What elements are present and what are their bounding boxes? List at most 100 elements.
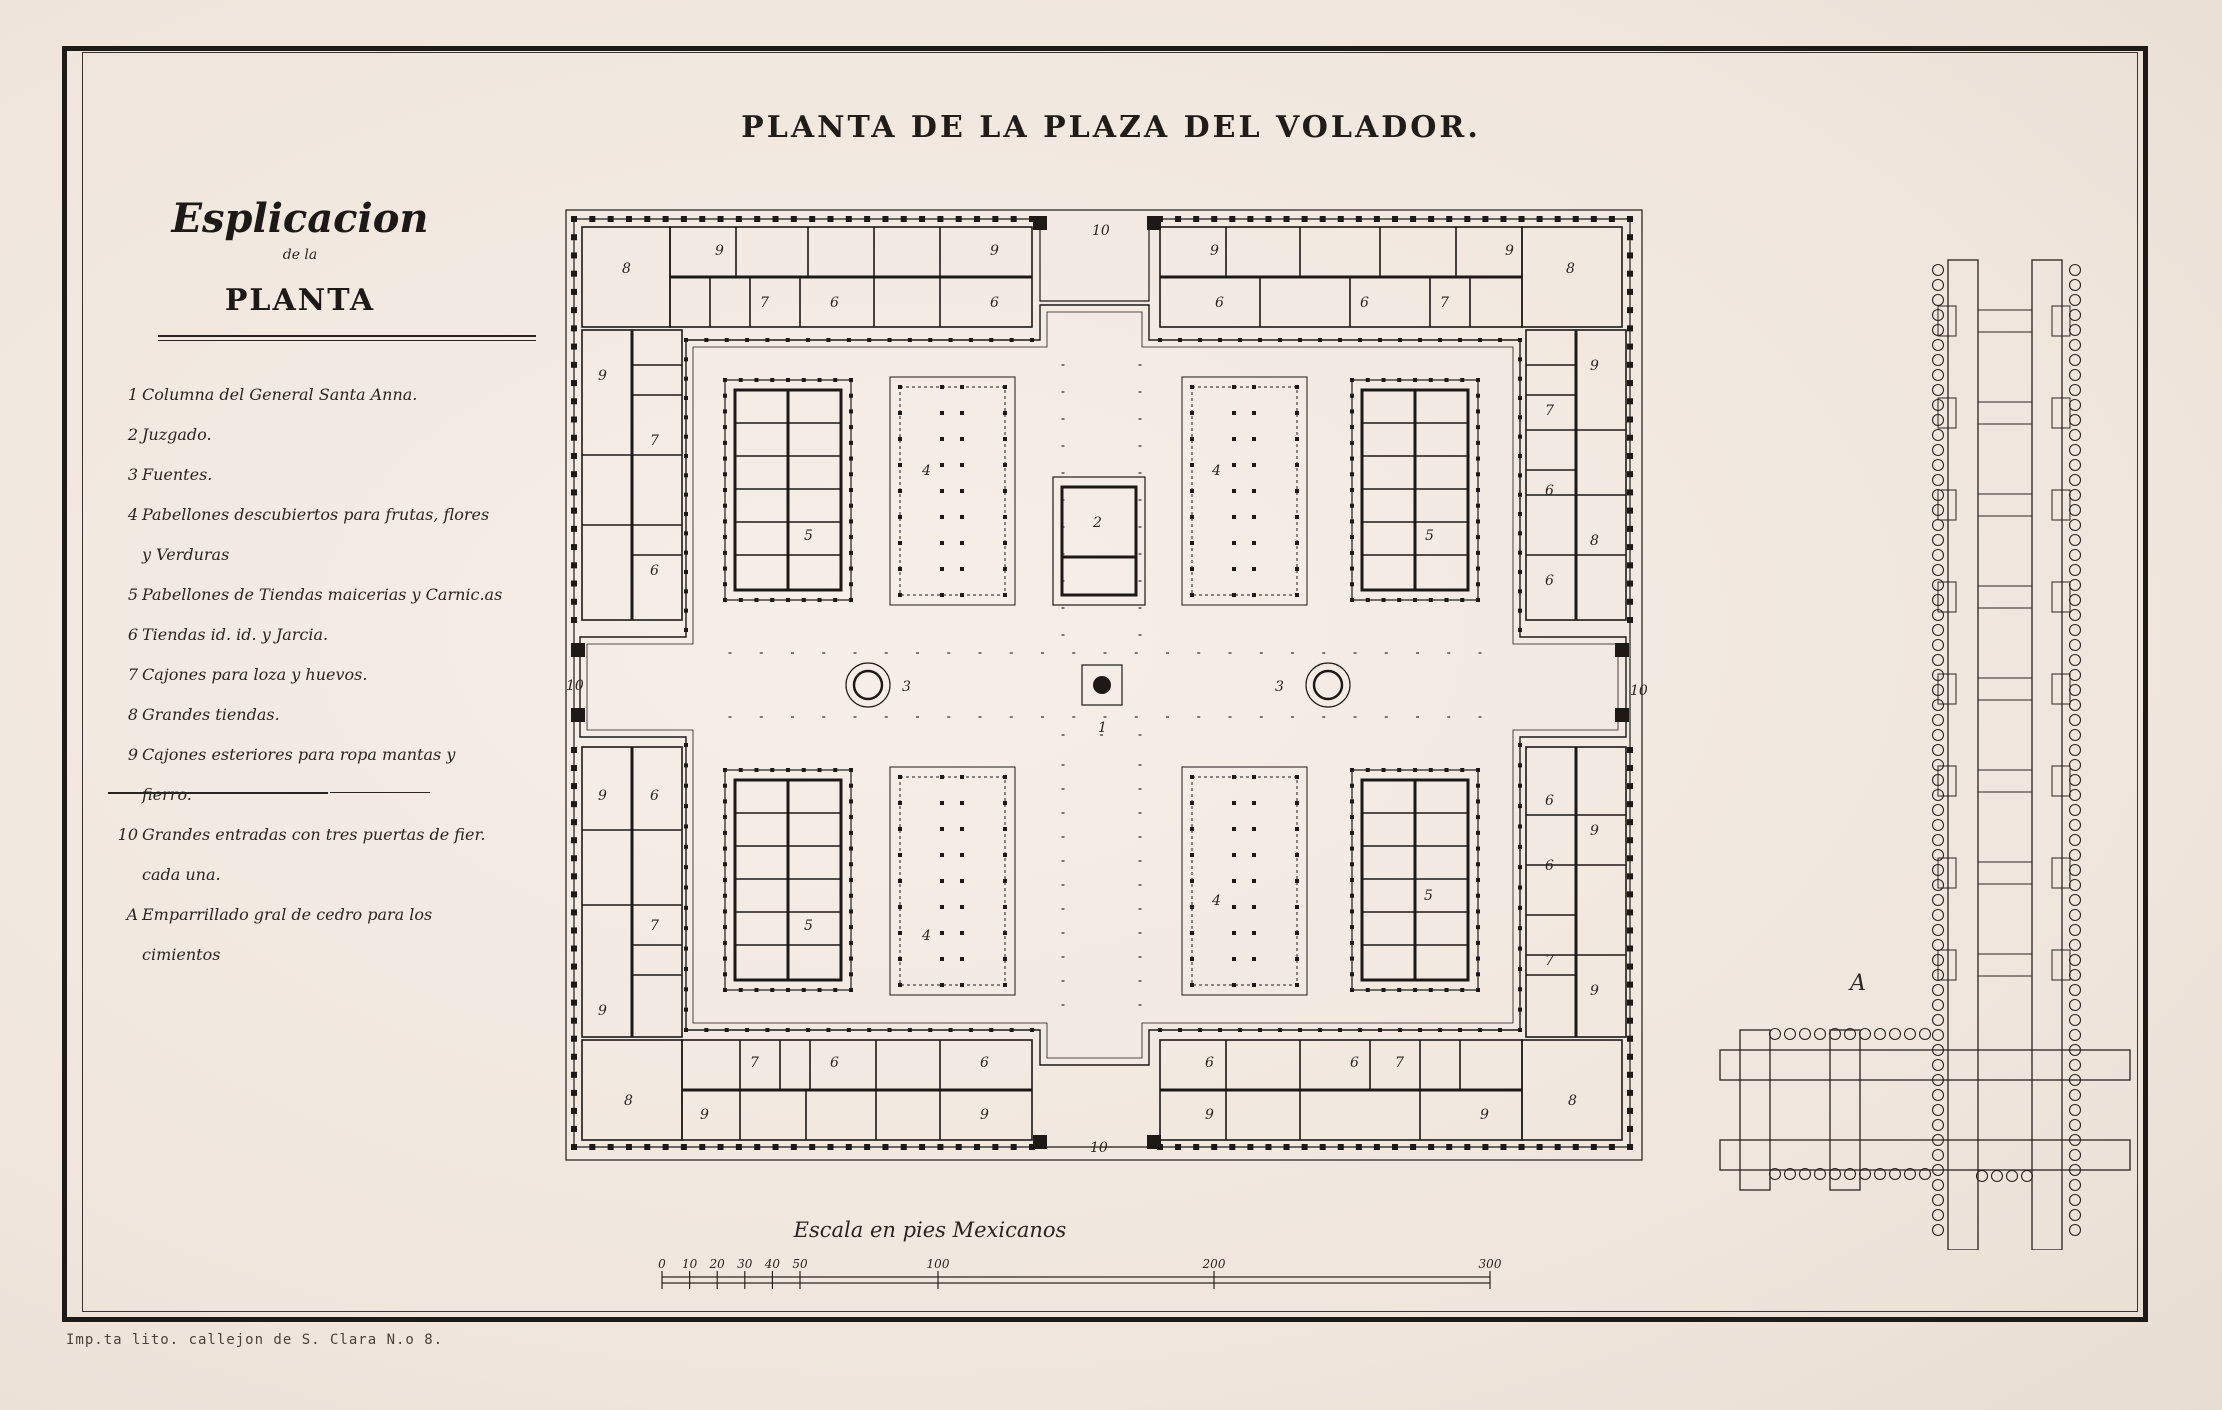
pier xyxy=(948,338,953,342)
pile xyxy=(1931,383,1945,397)
pier xyxy=(1378,1028,1382,1032)
pier xyxy=(1350,768,1354,772)
pier xyxy=(845,1144,852,1150)
pile xyxy=(1931,863,1945,877)
pier xyxy=(1003,411,1007,415)
bollard xyxy=(791,716,794,718)
pier xyxy=(1572,1144,1579,1150)
pier xyxy=(571,783,577,790)
pier xyxy=(1350,988,1354,992)
pier xyxy=(1350,409,1354,414)
bollard xyxy=(1447,716,1451,718)
bollard xyxy=(1061,788,1065,790)
pier xyxy=(1350,550,1354,555)
pile xyxy=(2068,473,2082,487)
pier xyxy=(571,562,577,569)
pile xyxy=(2068,848,2082,862)
pile xyxy=(1813,1027,1827,1041)
pier xyxy=(849,378,853,382)
pier xyxy=(1252,983,1256,987)
pier xyxy=(849,783,853,788)
pier xyxy=(1608,216,1615,222)
pile xyxy=(2068,863,2082,877)
label-stall: 9 xyxy=(598,1003,607,1019)
pier xyxy=(770,768,775,772)
pier xyxy=(1350,535,1354,540)
pier xyxy=(662,1144,669,1150)
pier xyxy=(684,905,688,910)
pier xyxy=(1428,378,1433,382)
pier xyxy=(1009,338,1014,342)
pile xyxy=(1931,593,1945,607)
pier xyxy=(1476,972,1480,977)
pier xyxy=(1627,361,1633,368)
pier xyxy=(849,972,853,977)
pier xyxy=(1301,216,1308,222)
bollard xyxy=(1061,932,1065,934)
pier xyxy=(898,905,902,909)
pier xyxy=(1338,338,1342,342)
pier xyxy=(735,216,742,222)
bollard xyxy=(1291,652,1294,654)
pier xyxy=(940,437,944,441)
label-store: 8 xyxy=(1568,1093,1577,1109)
pile xyxy=(2068,743,2082,757)
pile xyxy=(1931,878,1945,892)
pier xyxy=(1252,463,1256,467)
pier xyxy=(571,873,577,880)
pier xyxy=(1190,983,1194,987)
crosstie xyxy=(1977,769,2033,793)
pier xyxy=(738,378,743,382)
floor-plan: 10 10 10 10 1 2 3 3 4 4 4 4 5 5 5 5 8 8 … xyxy=(565,209,1648,1161)
pier xyxy=(1476,988,1480,992)
bollard xyxy=(1103,716,1107,718)
pile xyxy=(2068,1058,2082,1072)
pier xyxy=(1476,425,1480,430)
pier xyxy=(1350,783,1354,788)
pier xyxy=(1010,1144,1017,1150)
pier xyxy=(765,338,770,342)
pier xyxy=(1627,837,1633,844)
pile xyxy=(2068,383,2082,397)
bollard xyxy=(1138,391,1142,393)
pier xyxy=(571,307,577,314)
pier xyxy=(898,411,902,415)
pier xyxy=(1350,893,1354,898)
bollard xyxy=(1416,716,1419,718)
pier xyxy=(723,846,727,851)
bollard xyxy=(1061,553,1065,555)
bollard xyxy=(1061,764,1065,766)
pile xyxy=(1931,473,1945,487)
bollard xyxy=(1134,716,1138,718)
pier xyxy=(1428,216,1435,222)
pier xyxy=(1392,1144,1398,1150)
pier xyxy=(745,338,750,342)
pile xyxy=(1931,818,1945,832)
pier xyxy=(772,216,779,222)
pier xyxy=(1476,909,1480,914)
pier xyxy=(1190,541,1194,545)
pier xyxy=(849,862,853,867)
pier xyxy=(684,966,688,971)
pier xyxy=(1295,879,1299,883)
bollard xyxy=(1478,652,1482,654)
pier xyxy=(1355,1144,1362,1150)
bollard xyxy=(1228,716,1232,718)
pier xyxy=(1003,463,1007,467)
pier xyxy=(1190,827,1194,831)
pile xyxy=(2005,1169,2019,1183)
pile xyxy=(1931,1178,1945,1192)
pier xyxy=(1476,488,1480,492)
pier xyxy=(1627,1089,1633,1096)
pier xyxy=(849,582,853,587)
pier xyxy=(684,824,688,829)
pier xyxy=(1476,598,1480,602)
pier xyxy=(1232,801,1236,805)
pile xyxy=(1931,758,1945,772)
pier xyxy=(1238,338,1242,342)
pile xyxy=(1931,953,1945,967)
pier xyxy=(1627,1017,1633,1024)
pile xyxy=(2068,668,2082,682)
